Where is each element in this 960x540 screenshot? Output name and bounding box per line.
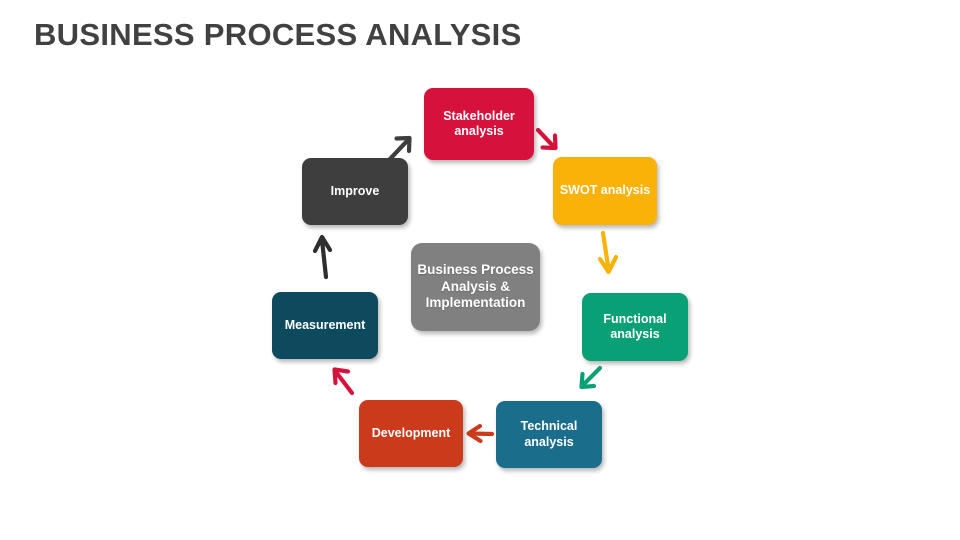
arrow-measurement-to-improve-icon: [312, 233, 335, 280]
node-improve-label: Improve: [330, 183, 380, 198]
arrow-technical-to-development-icon: [466, 423, 495, 445]
node-improve[interactable]: Improve: [302, 158, 408, 225]
arrow-development-to-measurement-icon: [330, 366, 358, 396]
node-swot-analysis-label: SWOT analysis: [559, 183, 651, 198]
node-swot-analysis[interactable]: SWOT analysis: [553, 157, 657, 225]
node-functional-analysis-label: Functional analysis: [603, 311, 667, 341]
arrow-stakeholder-to-swot-icon: [535, 127, 566, 158]
page-title: BUSINESS PROCESS ANALYSIS: [34, 17, 522, 52]
arrow-improve-to-stakeholder-icon: [387, 134, 415, 162]
node-technical-analysis-label: Technical analysis: [520, 419, 578, 449]
node-measurement-label: Measurement: [284, 317, 366, 332]
node-development[interactable]: Development: [359, 400, 463, 467]
node-center-label: Business Process Analysis & Implementati…: [417, 262, 534, 311]
node-technical-analysis[interactable]: Technical analysis: [496, 401, 602, 468]
node-stakeholder-analysis-label: Stakeholder analysis: [443, 108, 515, 138]
node-measurement[interactable]: Measurement: [272, 292, 378, 359]
arrow-swot-to-functional-icon: [597, 230, 619, 277]
arrow-functional-to-technical-icon: [576, 365, 604, 394]
node-functional-analysis[interactable]: Functional analysis: [582, 293, 688, 361]
node-center[interactable]: Business Process Analysis & Implementati…: [411, 243, 540, 331]
node-stakeholder-analysis[interactable]: Stakeholder analysis: [424, 88, 534, 160]
node-development-label: Development: [371, 425, 451, 440]
